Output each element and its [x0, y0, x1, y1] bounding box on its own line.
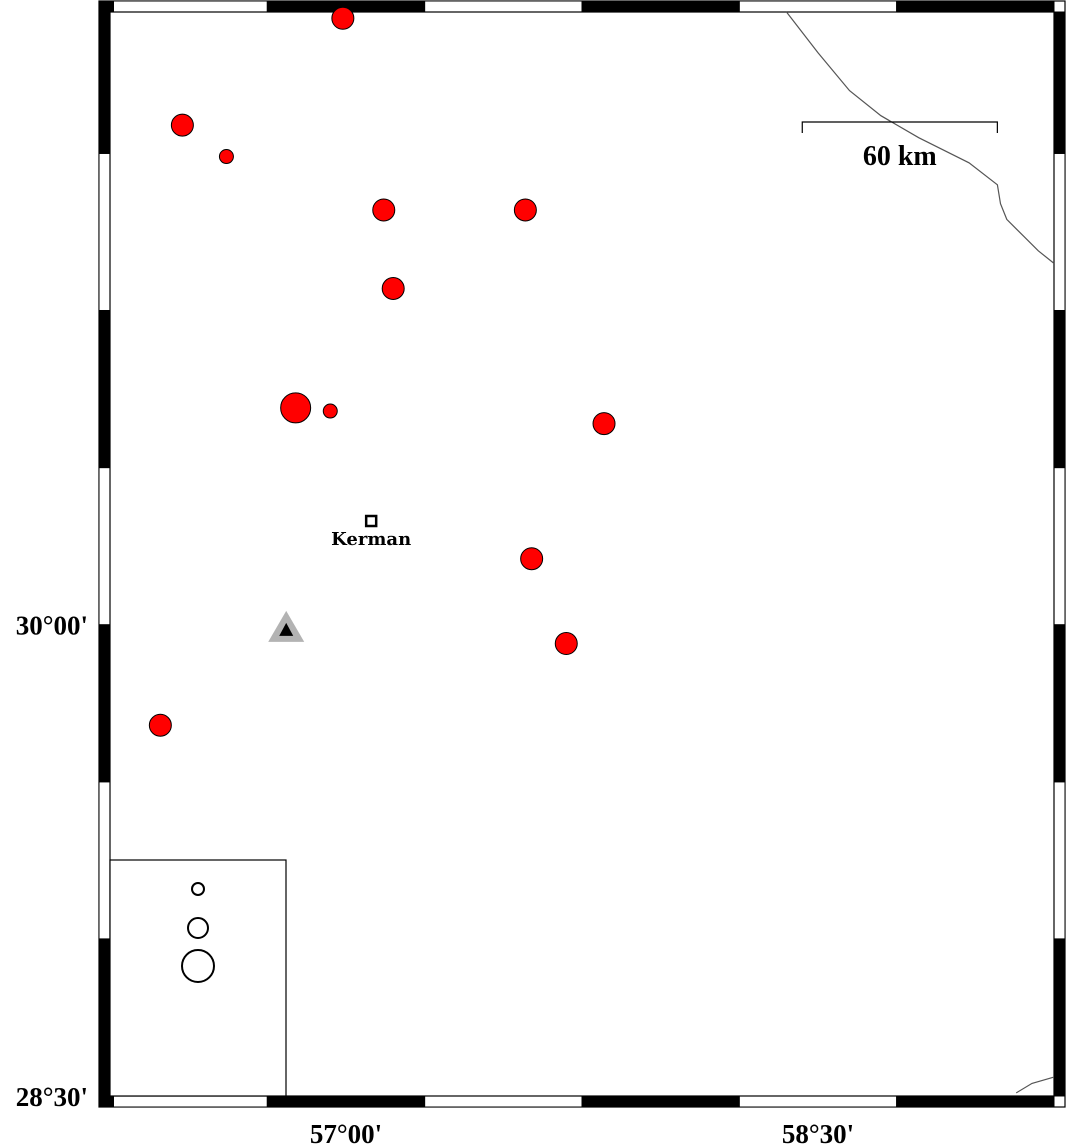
earthquake-event — [381, 276, 405, 300]
legend-circle-small — [191, 882, 205, 896]
frame-segment-top — [109, 0, 268, 13]
frame-segment-bottom — [896, 1095, 1055, 1108]
frame-segment-right — [1053, 11, 1066, 154]
frame-segment-left — [98, 624, 111, 783]
earthquake-event — [554, 632, 578, 656]
frame-segment-left — [98, 11, 111, 154]
earthquake-event — [218, 149, 234, 165]
station-marker-group — [268, 610, 305, 642]
frame-segment-top — [581, 0, 740, 13]
frame-segment-right — [1053, 938, 1066, 1097]
frame-segment-right — [1053, 781, 1066, 940]
axis-label-longitude: 57°00' — [310, 1119, 382, 1145]
frame-corner — [99, 1096, 114, 1107]
earthquake-event — [331, 6, 355, 30]
axis-labels: 57°00' 58°30' 30°00' 28°30' — [16, 611, 854, 1145]
frame-segment-left — [98, 152, 111, 311]
frame-segment-bottom — [581, 1095, 740, 1108]
frame-segment-right — [1053, 309, 1066, 469]
frame-segment-right — [1053, 467, 1066, 626]
legend-box — [109, 859, 287, 1097]
frame-segment-bottom — [109, 1095, 268, 1108]
frame-segment-top — [424, 0, 583, 13]
city-square-icon — [364, 514, 378, 528]
city-label: Kerman — [331, 529, 411, 550]
frame-segment-left — [98, 309, 111, 469]
map-area-border — [109, 11, 1055, 1097]
scale-bar: 60 km — [801, 121, 998, 172]
axis-label-longitude: 58°30' — [782, 1119, 854, 1145]
earthquake-event — [148, 713, 172, 737]
earthquake-event — [322, 403, 338, 419]
frame-segment-left — [98, 938, 111, 1097]
frame-segment-left — [98, 781, 111, 940]
legend-circle-large — [181, 949, 215, 983]
earthquake-events — [148, 6, 616, 737]
legend-circle-medium — [187, 917, 209, 939]
frame-segment-right — [1053, 152, 1066, 311]
coastline-line — [786, 11, 1055, 264]
earthquake-event — [372, 198, 396, 222]
frame-segment-bottom — [266, 1095, 426, 1108]
station-triangle-inner-icon — [279, 622, 294, 636]
frame-corner — [99, 1, 114, 12]
earthquake-event — [592, 412, 616, 436]
magnitude-legend — [109, 859, 287, 1097]
earthquake-event — [280, 392, 312, 424]
frame-segment-right — [1053, 624, 1066, 783]
earthquake-event — [513, 198, 537, 222]
city-marker-group: Kerman — [331, 514, 411, 550]
coastline — [786, 11, 1055, 1094]
coastline-line-bottom — [1015, 1076, 1055, 1094]
earthquake-event — [170, 113, 194, 137]
axis-label-latitude: 28°30' — [16, 1082, 88, 1112]
frame-segment-top — [738, 0, 898, 13]
frame-segment-bottom — [424, 1095, 583, 1108]
frame-segment-top — [896, 0, 1055, 13]
frame-segment-left — [98, 467, 111, 626]
frame-segment-bottom — [738, 1095, 898, 1108]
scale-bar-line — [801, 121, 998, 133]
scale-bar-label: 60 km — [863, 141, 937, 172]
axis-label-latitude: 30°00' — [16, 611, 88, 641]
earthquake-event — [520, 547, 544, 571]
